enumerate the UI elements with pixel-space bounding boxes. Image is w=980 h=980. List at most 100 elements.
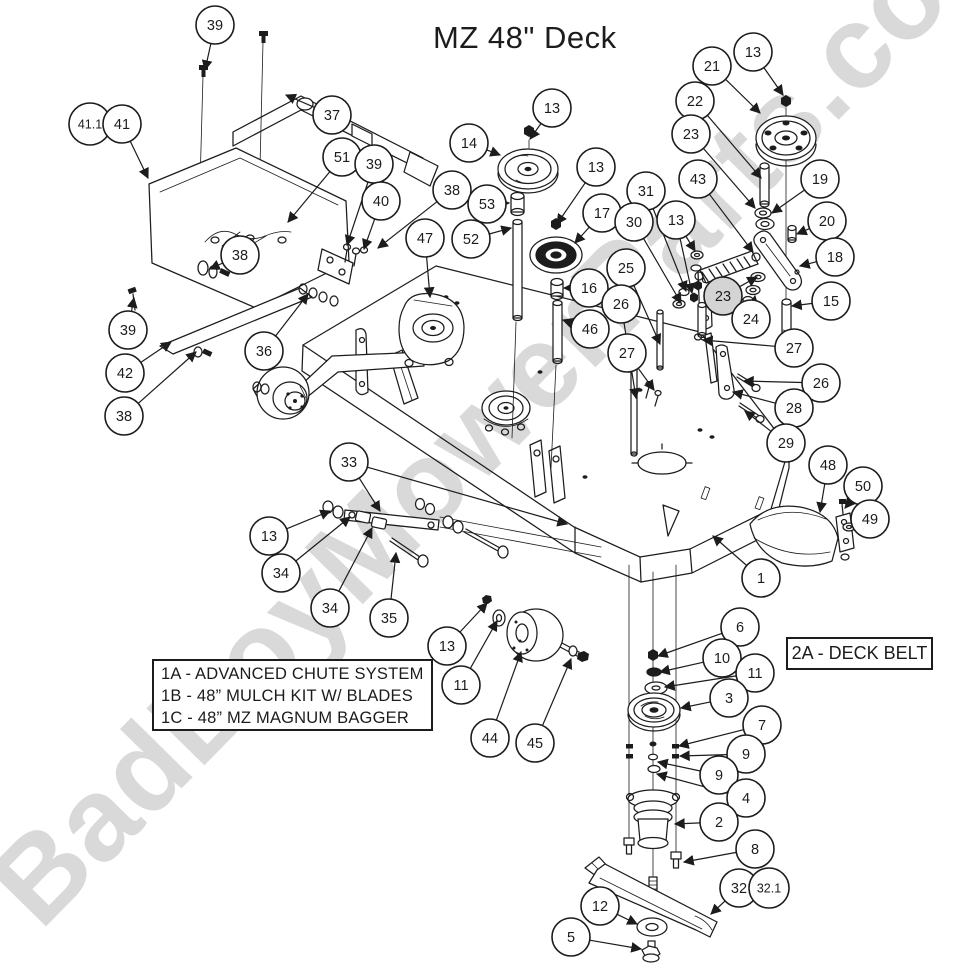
leader-line [679,238,696,295]
callout-13: 13 [532,88,572,128]
callout-11: 11 [441,665,481,705]
callout-label: 29 [778,436,794,452]
callout-label: 17 [594,206,610,222]
leader-line [724,78,761,114]
callout-label: 7 [758,718,766,734]
callout-48: 48 [808,445,848,485]
callout-44: 44 [470,718,510,758]
callout-label: 50 [855,479,871,495]
callout-40: 40 [361,181,401,221]
leader-line [738,276,758,288]
callout-label: 13 [261,529,277,545]
leader-line [673,818,701,829]
leader-line [731,389,777,404]
callout-4: 4 [726,778,766,818]
leader-line [495,650,523,721]
leader-line [469,620,498,670]
callout-label: 3 [725,691,733,707]
callout-label: 12 [592,899,608,915]
deck-belt-legend: 2A - DECK BELT [786,637,933,670]
callout-49: 49 [850,499,890,539]
callout-label: 39 [366,157,382,173]
leader-line [377,201,438,249]
callout-label: 23 [683,127,699,143]
callout-30: 30 [614,202,654,242]
callout-39: 39 [195,5,235,45]
callout-label: 27 [786,341,802,357]
callout-label: 34 [273,566,289,582]
callout-26: 26 [801,363,841,403]
callout-label: 9 [715,768,723,784]
callout-42: 42 [105,353,145,393]
blade-drawing [584,856,718,938]
callout-21: 21 [692,46,732,86]
callout-label: 2 [715,815,723,831]
callout-label: 40 [373,194,389,210]
leader-line [677,729,745,749]
callout-label: 36 [256,344,272,360]
leader-line [637,367,655,391]
page-title: MZ 48" Deck [433,20,617,55]
leader-line [790,299,813,311]
leader-line [712,535,748,567]
leader-line [663,675,737,691]
callout-label: 20 [819,214,835,230]
callout-22: 22 [675,81,715,121]
rear-bracket-drawing [693,332,765,424]
callout-20: 20 [807,201,847,241]
callout-43: 43 [678,159,718,199]
callout-label: 45 [527,736,543,752]
callout-26: 26 [601,284,641,324]
callout-8: 8 [735,829,775,869]
callout-label: 30 [626,215,642,231]
callout-label: 34 [322,601,338,617]
callout-label: 51 [334,150,350,166]
leader-line [201,42,213,72]
callout-label: 47 [417,231,433,247]
callout-29: 29 [766,423,806,463]
leader-line [685,235,696,252]
callout-34: 34 [261,553,301,593]
callout-14: 14 [449,123,489,163]
leader-line [701,335,776,347]
leader-line [616,913,638,925]
callout-27: 27 [607,333,647,373]
callout-13: 13 [576,147,616,187]
leader-line [529,122,542,140]
idler-pulley-14-drawing [497,125,559,439]
callout-label: 13 [439,639,455,655]
tension-hardware-drawing [630,250,766,457]
leader-line [682,851,737,866]
callout-label: 22 [687,94,703,110]
callout-33: 33 [329,442,369,482]
callout-47: 47 [405,218,445,258]
callout-label: 38 [116,409,132,425]
callout-label: 52 [463,232,479,248]
callout-38: 38 [432,170,472,210]
belt-cover-drawing [148,147,350,309]
callout-52: 52 [451,219,491,259]
belt-guard-drawing [398,292,465,368]
callout-13: 13 [249,516,289,556]
callout-label: 6 [736,620,744,636]
callout-13: 13 [427,626,467,666]
leader-line [488,225,513,236]
leader-line [362,218,376,251]
callout-label: 13 [588,160,604,176]
callout-label: 15 [823,294,839,310]
leader-line [486,146,502,157]
callout-label: 26 [613,297,629,313]
callout-39: 39 [108,310,148,350]
leader-line [798,258,818,269]
leader-line [589,939,643,953]
leader-line [706,114,762,179]
leader-line [295,516,351,562]
deck-roller-drawing [482,595,589,662]
callout-label: 53 [479,197,495,213]
leader-line [126,296,138,312]
callout-label: 23 [715,289,731,305]
callout-label: 48 [820,458,836,474]
callout-37: 37 [312,95,352,135]
leader-line [140,341,172,363]
leader-line [574,226,590,244]
